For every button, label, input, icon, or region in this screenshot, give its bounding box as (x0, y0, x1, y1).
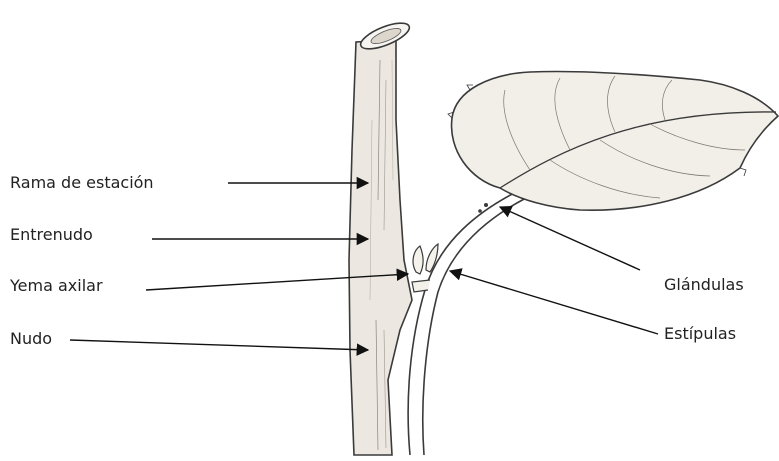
label-nudo: Nudo (10, 330, 52, 348)
leaf (448, 71, 778, 210)
arrow-estipulas (450, 271, 658, 334)
label-glandulas: Glándulas (664, 276, 744, 294)
stem (349, 18, 412, 455)
label-yema-axilar: Yema axilar (10, 277, 103, 295)
label-entrenudo: Entrenudo (10, 226, 93, 244)
label-estipulas: Estípulas (664, 325, 736, 343)
petiole (408, 190, 526, 455)
axillary-bud (413, 244, 438, 274)
arrow-glandulas (500, 207, 640, 270)
arrow-nudo (70, 340, 368, 350)
label-rama-de-estacion: Rama de estación (10, 174, 154, 192)
